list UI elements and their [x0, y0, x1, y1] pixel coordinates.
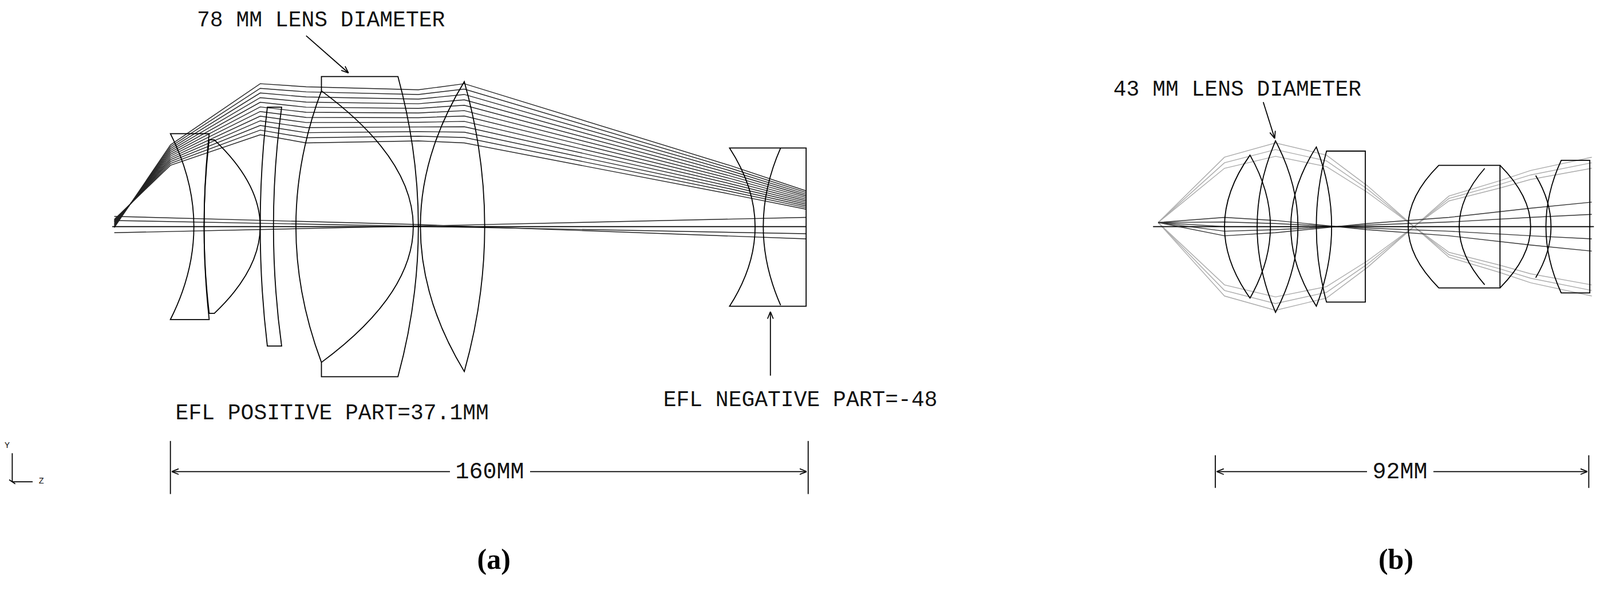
axis-label: Y [4, 441, 10, 452]
subfigure-label: (a) [477, 543, 511, 575]
light-ray [1158, 168, 1592, 298]
dimension-label: 160MM [449, 459, 531, 485]
light-ray [1158, 222, 1592, 227]
light-ray [1158, 217, 1592, 252]
light-ray [114, 88, 807, 227]
light-ray [1158, 156, 1592, 310]
light-ray [1158, 142, 1592, 296]
dimension-tick [1588, 455, 1590, 488]
dimension-tick [170, 440, 172, 495]
dimension-tick [807, 440, 809, 495]
callout-label: 78 MM LENS DIAMETER [196, 8, 445, 33]
focal-length-label: EFL NEGATIVE PART=-48 [663, 388, 938, 413]
light-ray [114, 216, 807, 239]
axis-icon [11, 452, 13, 482]
dimension-label: 92MM [1367, 459, 1434, 485]
light-ray [1158, 149, 1592, 291]
axis-label: Z [38, 476, 45, 487]
subfigure-label: (b) [1378, 543, 1414, 575]
light-ray [114, 97, 807, 225]
leader-arrow [1263, 101, 1275, 138]
leader-arrow [769, 311, 772, 375]
ray-group [114, 83, 1592, 311]
light-ray [114, 217, 807, 233]
lens-element [112, 226, 807, 228]
light-ray [114, 102, 807, 225]
light-ray [114, 83, 807, 228]
axis-icon [9, 479, 16, 484]
leader-arrow [306, 35, 349, 73]
light-ray [114, 111, 807, 224]
light-ray [1158, 156, 1592, 286]
lens-group [112, 76, 1594, 377]
focal-length-label: EFL POSITIVE PART=37.1MM [175, 401, 489, 426]
lens-element [1152, 226, 1594, 228]
light-ray [114, 125, 807, 221]
dimension-tick [1214, 455, 1216, 488]
light-ray [1158, 202, 1592, 236]
callout-label: 43 MM LENS DIAMETER [1113, 77, 1362, 102]
axis-icon [12, 480, 33, 483]
light-ray [1158, 162, 1592, 304]
dimension-group [9, 35, 1589, 494]
